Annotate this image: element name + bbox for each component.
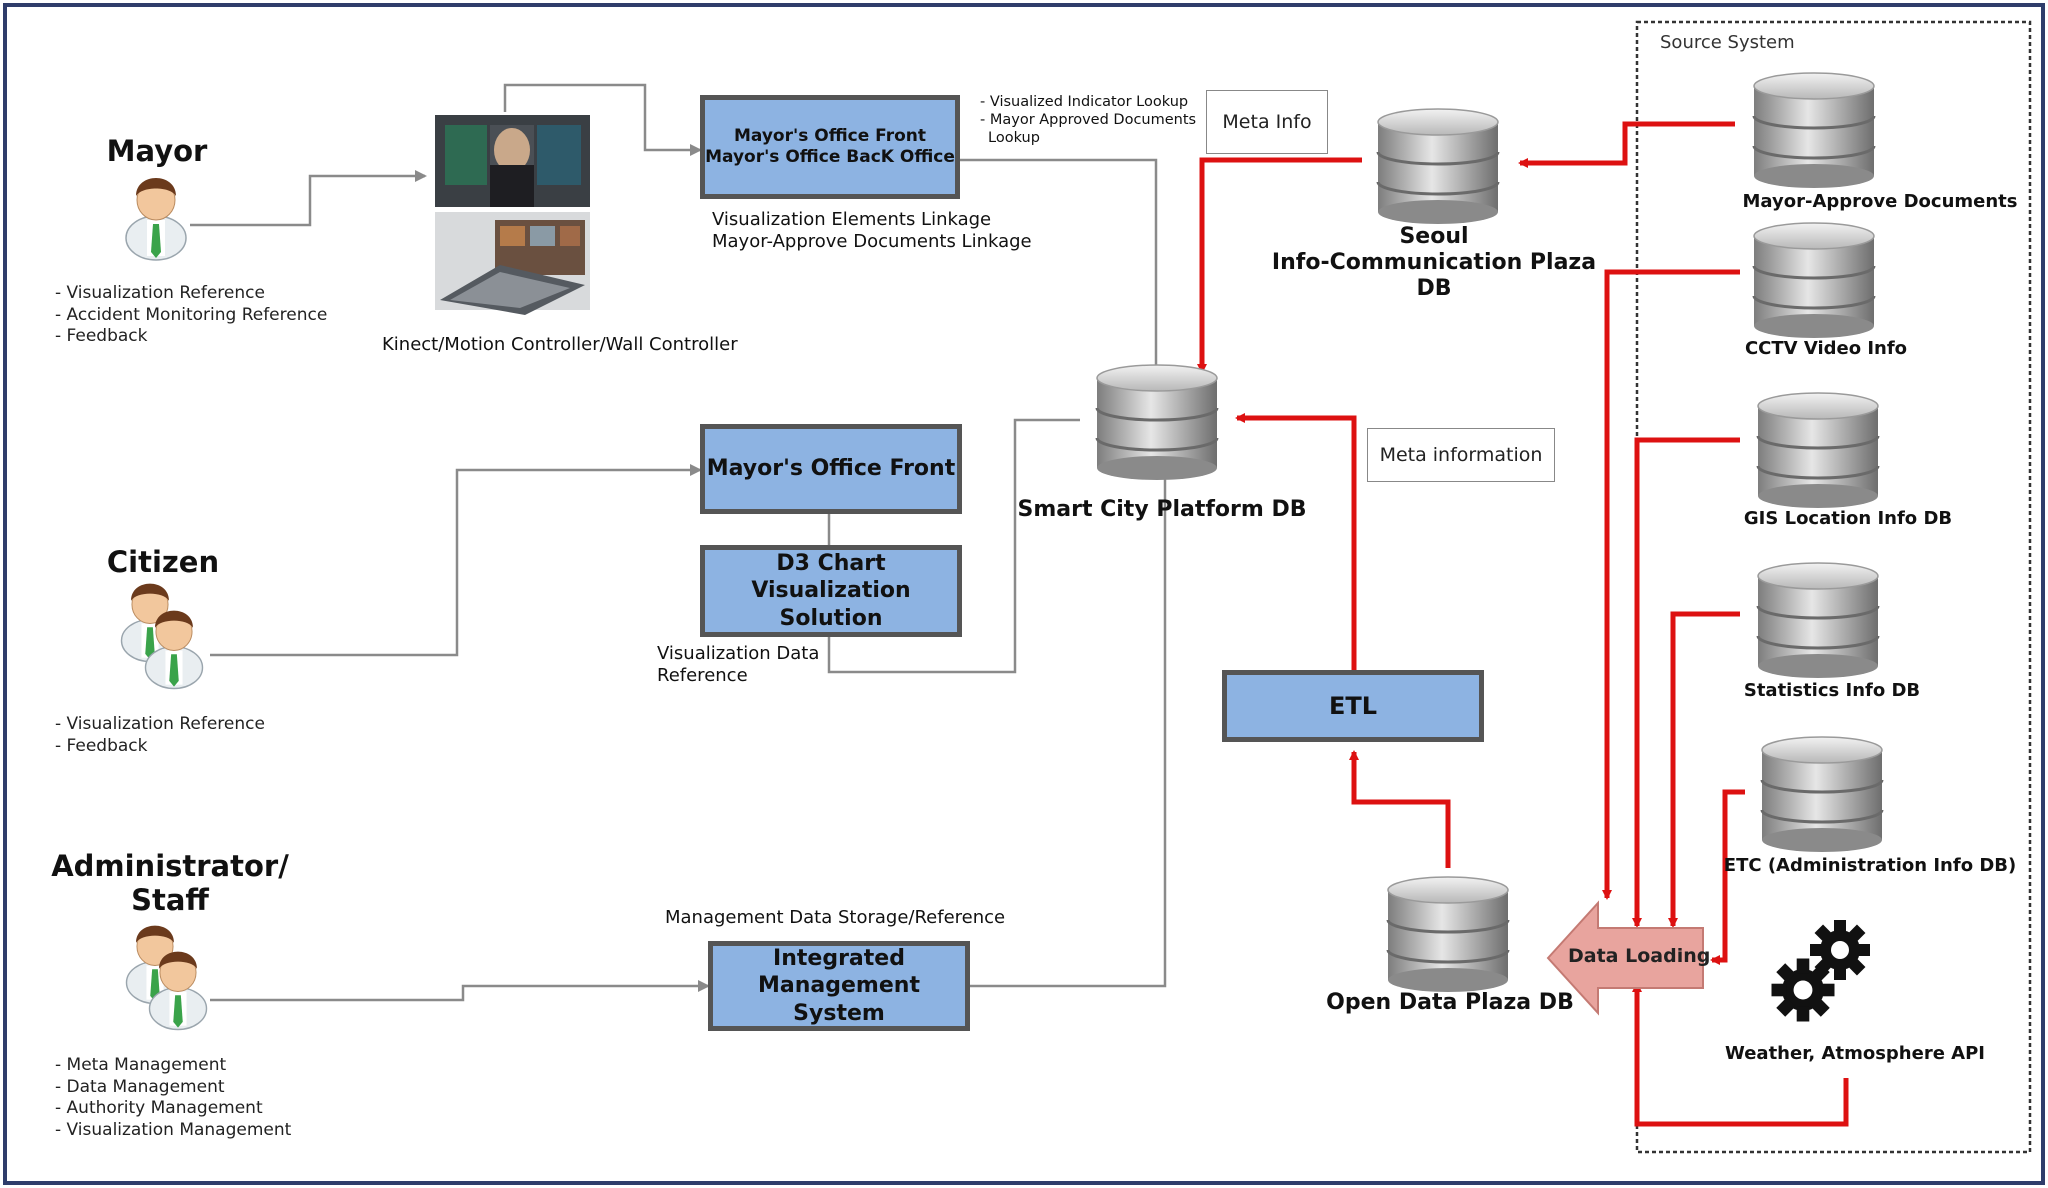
seoul-db-label: Seoul Info-Communication Plaza DB [1272,224,1596,302]
meta-info-label: Meta Info [1222,111,1312,133]
lookup-line2: - Mayor Approved Documents [980,112,1197,128]
mayor-office-line1: Mayor's Office Front [733,125,926,146]
admin-title-line2: Staff [131,883,209,917]
data-loading-label: Data Loading [1568,945,1711,967]
open-data-db-icon [1386,875,1510,994]
mgmt-data-annotation: Management Data Storage/Reference [665,907,1006,928]
controller-to-office-line [503,83,702,156]
etl-box: ETL [1222,670,1484,742]
list-item: - Visualization Reference [55,714,265,734]
controller-caption: Kinect/Motion Controller/Wall Controller [382,334,738,355]
smart-city-db-label: Smart City Platform DB [1017,497,1307,522]
d3-line1: D3 Chart [776,550,886,576]
mayor-office-front-box: Mayor's Office Front [700,424,962,514]
data-loading-arrow [1546,900,1704,1016]
list-item: - Visualization Reference [55,283,265,303]
front-box-label: Mayor's Office Front [706,456,956,482]
admin-to-ims-line [210,980,710,1002]
ims-line1: Integrated [773,945,905,971]
cctv-to-loading-arrow [1602,269,1740,900]
seoul-to-platform-arrow [1197,157,1362,374]
etl-to-platform-arrow [1235,413,1357,423]
list-item: - Data Management [55,1076,225,1097]
d3-line2: Visualization Solution [751,578,911,631]
gear-icon-large [1771,958,1835,1022]
linkage-annotation-1: Visualization Elements Linkage [712,209,992,230]
d3-chart-box: D3 Chart Visualization Solution [700,545,962,637]
list-item: - Meta Management [55,1055,227,1075]
viz-data-line2: Reference [657,665,748,686]
list-item: - Feedback [55,735,148,756]
lookup-line1: - Visualized Indicator Lookup [980,94,1189,110]
list-item: - Authority Management [55,1098,263,1118]
lookup-line3: Lookup [988,130,1040,146]
gis-to-loading-arrow [1632,437,1740,928]
list-item: - Accident Monitoring Reference [55,304,328,325]
source-item-cctv: CCTV Video Info [1744,338,1908,359]
mayor-office-line2: Mayor's Office BacK Office [705,147,955,167]
meta-information-note: Meta information [1367,428,1555,482]
etl-label: ETL [1328,692,1378,720]
integrated-management-box: Integrated Management System [708,941,970,1031]
mayor-approve-db-icon [1752,71,1876,190]
mayor-title: Mayor [106,134,208,168]
controller-photo [435,115,590,315]
smart-city-db-icon [1095,363,1219,482]
seoul-line3: DB [1416,276,1452,301]
lookup-annotation: - Visualized Indicator Lookup - Mayor Ap… [980,93,1196,147]
viz-data-line1: Visualization Data [657,643,820,664]
seoul-line2: Info-Communication Plaza [1271,250,1597,275]
admin-title: Administrator/ Staff [51,849,289,917]
cctv-db-icon [1752,221,1876,340]
seoul-line1: Seoul [1399,224,1469,249]
stats-to-loading-arrow [1668,611,1740,928]
source-item-gis: GIS Location Info DB [1743,508,1953,529]
etc-db-icon [1760,735,1884,854]
admin-title-line1: Administrator/ [51,849,289,883]
d3-to-platform-line [827,418,1080,674]
mayor-responsibilities: - Visualization Reference - Accident Mon… [55,283,327,348]
api-to-loading-arrow [1632,982,1849,1127]
seoul-db-icon [1376,107,1500,226]
diagram-frame [3,3,2045,1185]
etc-to-loading-arrow [1710,789,1745,965]
ims-line2: Management System [758,973,920,1026]
weather-api-label: Weather, Atmosphere API [1725,1043,1985,1064]
citizen-responsibilities: - Visualization Reference - Feedback [55,714,265,757]
open-data-db-label: Open Data Plaza DB [1326,990,1574,1015]
source-item-etc: ETC (Administration Info DB) [1723,855,2017,876]
source-item-statistics: Statistics Info DB [1743,680,1921,701]
red-flow-arrows [1197,121,1849,1127]
list-item: - Feedback [55,326,148,346]
list-item: - Visualization Management [55,1119,292,1140]
mayor-person-icon [125,177,187,261]
ims-to-platform-line [968,475,1167,988]
statistics-db-icon [1756,561,1880,680]
meta-information-label: Meta information [1379,444,1543,466]
citizen-to-front-line [210,464,702,657]
source-system-title: Source System [1660,32,1795,53]
source-item-mayor-approve: Mayor-Approve Documents [1742,191,2018,212]
admin-responsibilities: - Meta Management - Data Management - Au… [55,1055,291,1141]
gray-connectors [190,83,1167,1002]
linkage-annotation-2: Mayor-Approve Documents Linkage [712,231,1032,252]
mayor-to-controller-line [190,170,427,227]
meta-info-note: Meta Info [1206,90,1328,154]
mayor-docs-to-seoul-arrow [1518,121,1735,168]
office-to-platform-line [960,158,1158,368]
citizen-title: Citizen [106,545,220,579]
opendata-to-etl-arrow [1349,750,1451,868]
viz-data-annotation: Visualization Data Reference [657,643,819,687]
gis-db-icon [1756,391,1880,510]
mayor-office-box: Mayor's Office Front Mayor's Office BacK… [700,95,960,199]
